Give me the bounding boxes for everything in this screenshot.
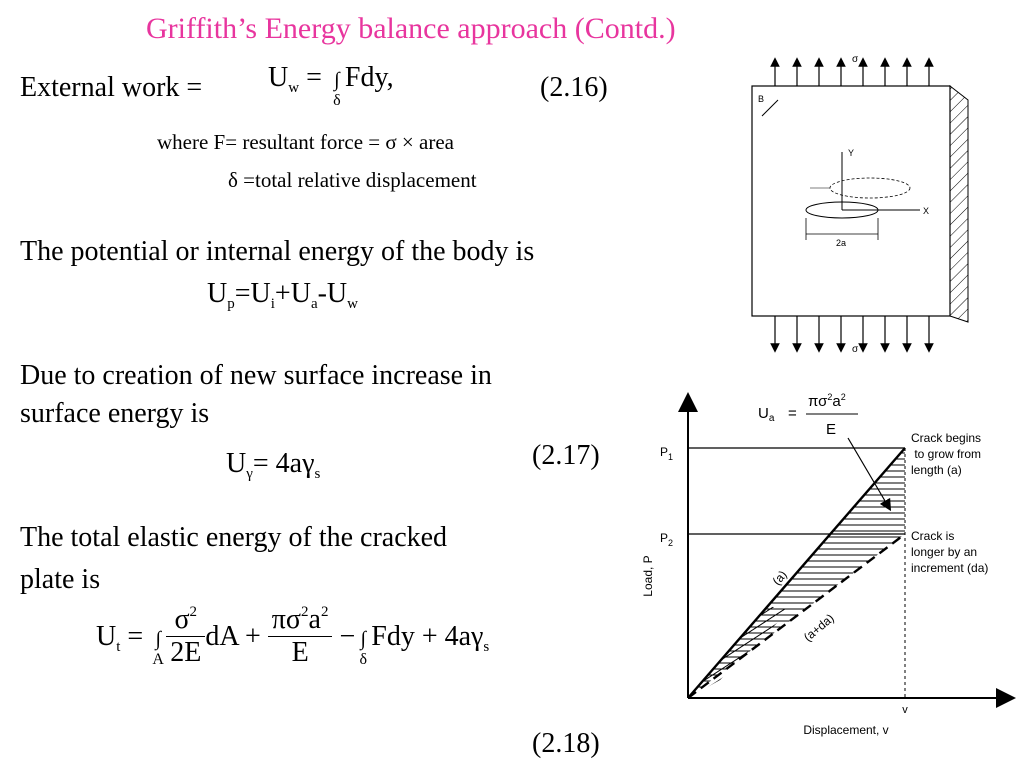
equation-number-2-17: (2.17) [532, 440, 600, 471]
total-energy-text-2: plate is [20, 564, 101, 595]
p2-label: P2 [660, 531, 673, 548]
ua-formula: Ua = πσ2a2 E [758, 392, 858, 438]
plate-thickness-face [949, 84, 969, 323]
eq216-lhs-sub: w [288, 80, 300, 96]
delta-line: δ =total relative displacement [228, 168, 477, 192]
svg-text:Crack begins: Crack begins [911, 431, 981, 445]
equation-number-2-16: (2.16) [540, 72, 608, 103]
load-displacement-graph: P1 P2 Load, P Displacement, v v (a) (a+d… [641, 392, 1016, 737]
svg-text:Ua: Ua [758, 405, 775, 424]
cracked-plate-figure: σ B Y X 2a σ [751, 54, 969, 355]
y-axis-label: Load, P [641, 555, 655, 596]
total-energy-text-1: The total elastic energy of the cracked [20, 522, 448, 553]
lower-hatched-area [688, 606, 790, 698]
eq216-equals: = [306, 62, 322, 93]
width-label: 2a [836, 238, 846, 248]
line-a-da-label: (a+da) [801, 611, 837, 644]
crack-longer-note: Crack is longer by an increment (da) [911, 529, 988, 575]
eq216-rhs: Fdy, [344, 62, 394, 93]
potential-energy-text: The potential or internal energy of the … [20, 236, 535, 267]
svg-text:length (a): length (a) [911, 463, 962, 477]
line-a [687, 447, 906, 699]
svg-text:Crack is: Crack is [911, 529, 954, 543]
top-stress-arrows [770, 57, 934, 86]
v-label: v [902, 704, 908, 716]
svg-text:E: E [826, 421, 836, 438]
surface-energy-text-2: surface energy is [20, 398, 210, 429]
svg-text:πσ2a2: πσ2a2 [808, 392, 846, 410]
eq216-lhs: U [268, 62, 289, 93]
external-work-label: External work = [20, 72, 203, 103]
svg-text:=: = [788, 405, 797, 422]
x-axis-label: X [923, 206, 929, 216]
b-dimension-line [761, 99, 779, 117]
bottom-stress-arrows [770, 316, 934, 353]
svg-text:longer by an: longer by an [911, 545, 977, 559]
equation-number-2-18: (2.18) [532, 728, 600, 759]
eq216-integral: ∫δ [329, 62, 345, 109]
crack-begins-note: Crack begins to grow from length (a) [911, 431, 981, 477]
sigma-bottom-label: σ [852, 344, 859, 355]
where-line: where F= resultant force = σ × area [157, 130, 454, 154]
plate-body [751, 85, 951, 317]
equation-2-17: Uγ= 4aγs [226, 448, 321, 482]
slide-title: Griffith’s Energy balance approach (Cont… [146, 12, 676, 45]
ua-pointer-arrow [847, 437, 892, 512]
y-axis-label: Y [848, 148, 854, 158]
b-label: B [758, 94, 764, 104]
crack-ellipse [805, 201, 879, 219]
svg-text:to grow from: to grow from [911, 447, 981, 461]
svg-text:increment (da): increment (da) [911, 561, 988, 575]
sigma-top-label: σ [852, 54, 859, 65]
potential-energy-equation: Up=Ui+Ua-Uw [207, 278, 358, 312]
p1-label: P1 [660, 445, 673, 462]
x-axis-label: Displacement, v [803, 723, 888, 737]
surface-energy-text-1: Due to creation of new surface increase … [20, 360, 492, 391]
line-a-da [687, 533, 906, 699]
eq216-integral-lower: δ [333, 92, 341, 109]
